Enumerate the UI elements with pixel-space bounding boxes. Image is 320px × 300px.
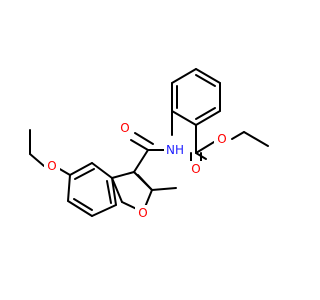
bond — [133, 149, 149, 173]
atom-label-o-amide: O — [120, 121, 129, 135]
bond — [91, 204, 117, 217]
bond — [195, 110, 221, 126]
bond — [231, 131, 245, 140]
o-ethoxy-atom: O — [44, 158, 60, 174]
bond — [130, 139, 149, 151]
bond — [171, 110, 197, 126]
bond-double-inner — [106, 180, 112, 204]
o-amide-atom: O — [118, 120, 132, 136]
bond — [134, 132, 154, 145]
bond — [111, 171, 135, 179]
nh-atom: NH — [164, 140, 186, 158]
atom-label-o-ethoxy: O — [47, 159, 56, 173]
bond — [151, 187, 177, 191]
atom-labels: NH O O O O O — [44, 120, 230, 221]
bond — [91, 162, 113, 179]
bond — [171, 68, 197, 84]
atom-label-o-ester-carbonyl: O — [191, 162, 200, 176]
atom-label-o-ester: O — [217, 132, 226, 146]
atom-label-o-furan: O — [138, 206, 147, 220]
bond — [111, 177, 123, 203]
o-ester-carbonyl-atom: O — [188, 161, 204, 177]
bonds — [29, 68, 269, 217]
atom-label-nh: NH — [166, 143, 184, 157]
o-ester-atom: O — [214, 131, 230, 147]
bond — [67, 200, 93, 217]
molecule-structure: NH O O O O O — [29, 68, 269, 221]
bond — [243, 131, 269, 147]
bond-double-inner — [74, 168, 95, 180]
bond — [69, 162, 93, 176]
bond-double-inner — [195, 107, 216, 120]
bond — [111, 177, 117, 206]
bond — [137, 174, 153, 191]
bond — [195, 141, 215, 154]
bond — [29, 153, 45, 167]
o-furan-atom: O — [135, 205, 151, 221]
bond — [195, 68, 221, 84]
bond-double-inner — [195, 74, 216, 87]
bond-double-inner — [73, 198, 93, 211]
bond — [67, 174, 71, 202]
